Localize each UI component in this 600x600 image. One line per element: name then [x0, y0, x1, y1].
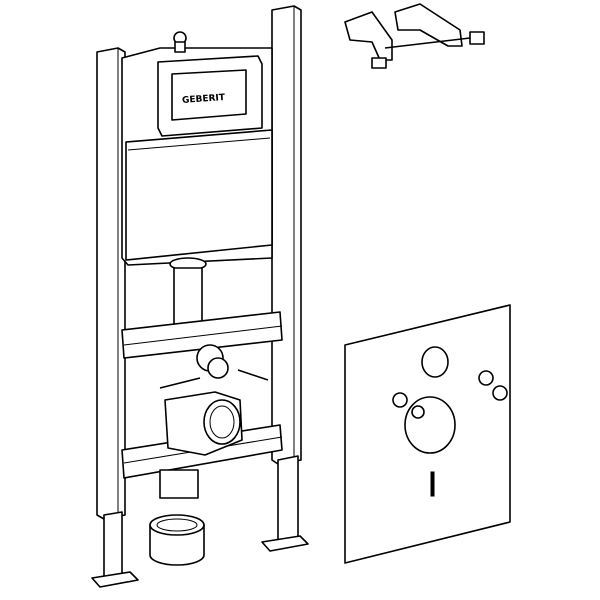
sound-insulation-plate [344, 304, 511, 564]
right-frame-post [261, 5, 309, 552]
upper-crossbar [121, 311, 283, 359]
supply-valve [173, 31, 187, 53]
wall-brackets [344, 3, 485, 69]
brand-logo: GEBERIT [182, 93, 226, 106]
stud-bolts [159, 369, 269, 389]
flush-pipe [169, 257, 207, 331]
drain-sleeve [149, 514, 205, 566]
drain-elbow [159, 391, 243, 499]
left-frame-post [91, 47, 139, 588]
flush-actuator: GEBERIT [157, 55, 263, 137]
water-inlet [196, 344, 229, 379]
